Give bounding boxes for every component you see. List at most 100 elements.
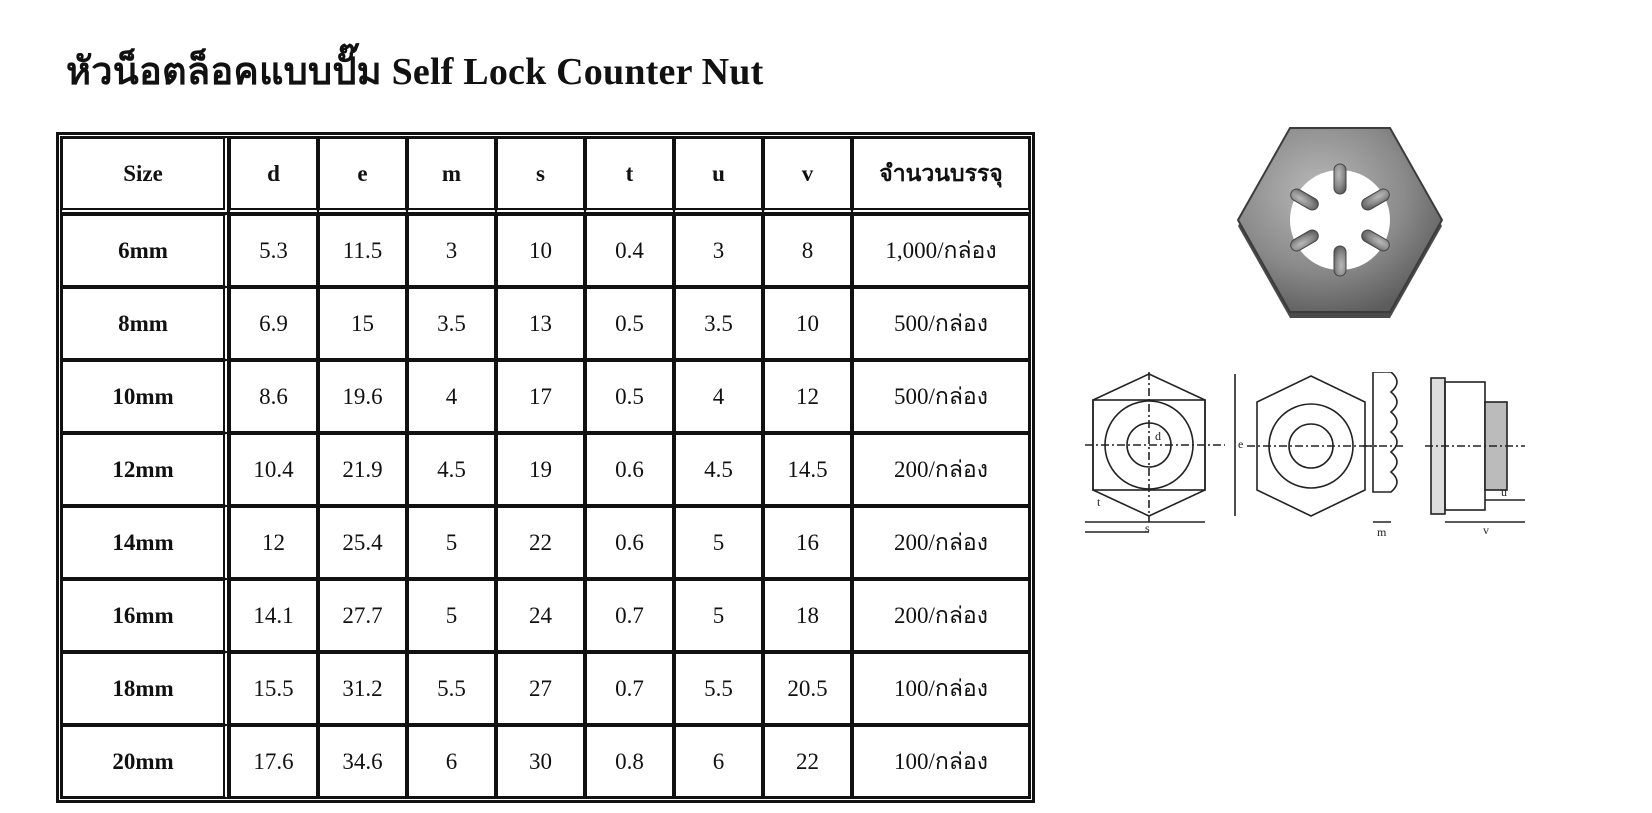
- label-t: t: [1097, 495, 1101, 509]
- cell-v: 8: [763, 214, 852, 287]
- cell-e: 27.7: [318, 579, 407, 652]
- cell-d: 10.4: [229, 433, 318, 506]
- header-m: m: [407, 137, 496, 214]
- cell-e: 31.2: [318, 652, 407, 725]
- page-title: หัวน็อตล็อคแบบปั๊ม Self Lock Counter Nut: [66, 51, 764, 93]
- cell-e: 21.9: [318, 433, 407, 506]
- cell-size: 8mm: [61, 287, 229, 360]
- cell-d: 5.3: [229, 214, 318, 287]
- cell-size: 14mm: [61, 506, 229, 579]
- cell-quantity: 200/กล่อง: [852, 433, 1030, 506]
- cell-t: 0.8: [585, 725, 674, 798]
- cell-v: 12: [763, 360, 852, 433]
- cell-v: 16: [763, 506, 852, 579]
- cell-u: 4.5: [674, 433, 763, 506]
- cell-v: 14.5: [763, 433, 852, 506]
- header-t: t: [585, 137, 674, 214]
- cell-quantity: 500/กล่อง: [852, 287, 1030, 360]
- cell-m: 4.5: [407, 433, 496, 506]
- cell-quantity: 1,000/กล่อง: [852, 214, 1030, 287]
- cell-d: 14.1: [229, 579, 318, 652]
- cell-m: 4: [407, 360, 496, 433]
- cell-s: 13: [496, 287, 585, 360]
- cell-t: 0.5: [585, 360, 674, 433]
- cell-v: 22: [763, 725, 852, 798]
- header-e: e: [318, 137, 407, 214]
- cell-u: 3: [674, 214, 763, 287]
- header-v: v: [763, 137, 852, 214]
- header-u: u: [674, 137, 763, 214]
- cell-d: 15.5: [229, 652, 318, 725]
- cell-m: 6: [407, 725, 496, 798]
- cell-m: 3: [407, 214, 496, 287]
- assembly-view-drawing: v u: [1425, 377, 1525, 537]
- cell-s: 30: [496, 725, 585, 798]
- cell-s: 27: [496, 652, 585, 725]
- label-u: u: [1501, 485, 1507, 499]
- cell-v: 10: [763, 287, 852, 360]
- side-view-drawing: m: [1363, 372, 1403, 539]
- cell-e: 11.5: [318, 214, 407, 287]
- cell-s: 10: [496, 214, 585, 287]
- cell-v: 20.5: [763, 652, 852, 725]
- table-row: 12mm 10.4 21.9 4.5 19 0.6 4.5 14.5 200/ก…: [61, 433, 1030, 506]
- cell-e: 15: [318, 287, 407, 360]
- technical-drawing: d e s t m v u: [1085, 372, 1525, 539]
- front-view-2-drawing: [1247, 375, 1377, 517]
- cell-d: 6.9: [229, 287, 318, 360]
- cell-m: 5: [407, 506, 496, 579]
- cell-size: 20mm: [61, 725, 229, 798]
- spec-table: Size d e m s t u v จำนวนบรรจุ 6mm 5.3 11…: [56, 132, 1035, 803]
- nut-photo: [1236, 127, 1444, 318]
- cell-t: 0.7: [585, 652, 674, 725]
- cell-d: 12: [229, 506, 318, 579]
- cell-e: 34.6: [318, 725, 407, 798]
- cell-t: 0.7: [585, 579, 674, 652]
- cell-t: 0.6: [585, 506, 674, 579]
- cell-t: 0.4: [585, 214, 674, 287]
- cell-size: 16mm: [61, 579, 229, 652]
- cell-v: 18: [763, 579, 852, 652]
- label-m: m: [1377, 525, 1387, 539]
- cell-u: 5: [674, 506, 763, 579]
- header-d: d: [229, 137, 318, 214]
- table-row: 16mm 14.1 27.7 5 24 0.7 5 18 200/กล่อง: [61, 579, 1030, 652]
- header-s: s: [496, 137, 585, 214]
- cell-size: 12mm: [61, 433, 229, 506]
- cell-s: 19: [496, 433, 585, 506]
- cell-e: 25.4: [318, 506, 407, 579]
- cell-quantity: 100/กล่อง: [852, 652, 1030, 725]
- cell-s: 17: [496, 360, 585, 433]
- cell-s: 22: [496, 506, 585, 579]
- table-header-row: Size d e m s t u v จำนวนบรรจุ: [61, 137, 1030, 214]
- cell-u: 4: [674, 360, 763, 433]
- table-row: 6mm 5.3 11.5 3 10 0.4 3 8 1,000/กล่อง: [61, 214, 1030, 287]
- label-s: s: [1145, 521, 1150, 535]
- cell-quantity: 500/กล่อง: [852, 360, 1030, 433]
- cell-t: 0.6: [585, 433, 674, 506]
- table-row: 10mm 8.6 19.6 4 17 0.5 4 12 500/กล่อง: [61, 360, 1030, 433]
- cell-e: 19.6: [318, 360, 407, 433]
- cell-s: 24: [496, 579, 585, 652]
- cell-quantity: 100/กล่อง: [852, 725, 1030, 798]
- cell-m: 5.5: [407, 652, 496, 725]
- cell-size: 10mm: [61, 360, 229, 433]
- table-row: 18mm 15.5 31.2 5.5 27 0.7 5.5 20.5 100/ก…: [61, 652, 1030, 725]
- cell-quantity: 200/กล่อง: [852, 579, 1030, 652]
- label-v: v: [1483, 523, 1489, 537]
- cell-size: 18mm: [61, 652, 229, 725]
- front-view-drawing: d e s t: [1085, 372, 1243, 535]
- cell-d: 17.6: [229, 725, 318, 798]
- table-row: 8mm 6.9 15 3.5 13 0.5 3.5 10 500/กล่อง: [61, 287, 1030, 360]
- cell-d: 8.6: [229, 360, 318, 433]
- cell-quantity: 200/กล่อง: [852, 506, 1030, 579]
- table-row: 14mm 12 25.4 5 22 0.6 5 16 200/กล่อง: [61, 506, 1030, 579]
- cell-m: 3.5: [407, 287, 496, 360]
- label-d: d: [1155, 429, 1161, 443]
- cell-t: 0.5: [585, 287, 674, 360]
- cell-u: 5.5: [674, 652, 763, 725]
- header-size: Size: [61, 137, 229, 214]
- cell-size: 6mm: [61, 214, 229, 287]
- cell-u: 5: [674, 579, 763, 652]
- label-e: e: [1238, 437, 1243, 451]
